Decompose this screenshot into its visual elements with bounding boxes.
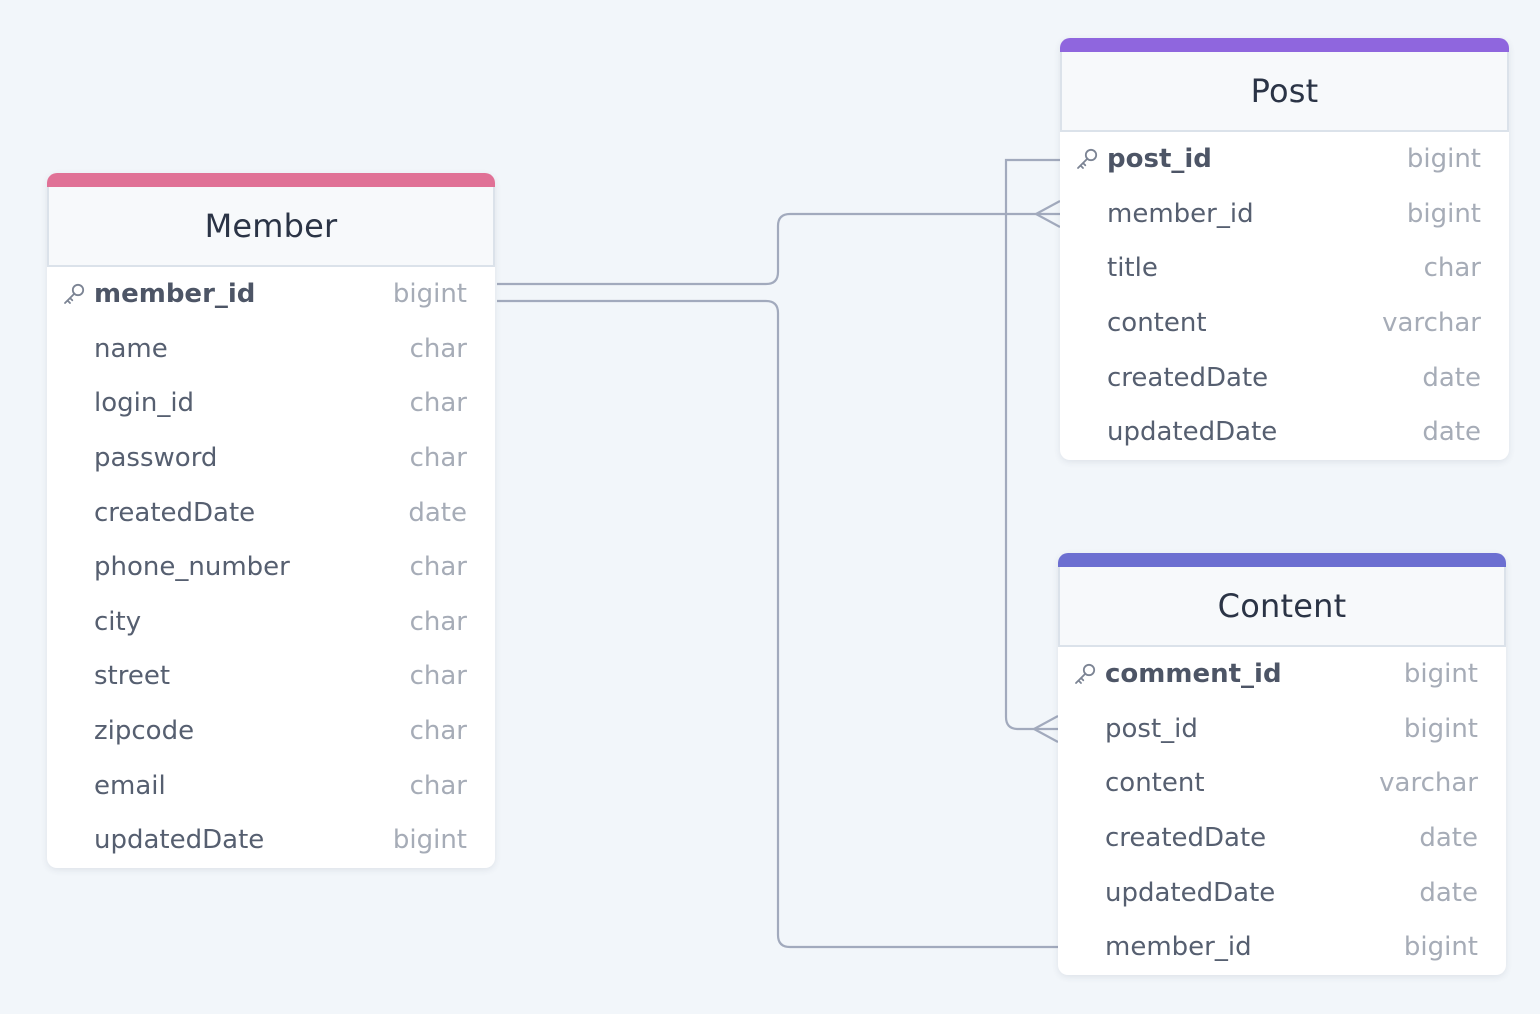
field-row-createdDate[interactable]: createdDate date (1060, 350, 1509, 405)
field-name: password (94, 443, 218, 474)
table-accent-bar (1058, 553, 1506, 567)
link-member-post (497, 212, 1060, 286)
field-type: date (1422, 362, 1481, 393)
field-row-createdDate[interactable]: createdDate date (47, 485, 495, 540)
field-type: char (409, 716, 467, 747)
field-type: char (409, 443, 467, 474)
field-name: updatedDate (1105, 877, 1276, 908)
field-row-comment_id[interactable]: comment_id bigint (1058, 647, 1506, 702)
field-name: createdDate (1107, 362, 1269, 393)
field-type: char (1423, 253, 1481, 284)
field-type: bigint (1406, 198, 1481, 229)
table-title: Post (1060, 52, 1509, 132)
field-row-post_id[interactable]: post_id bigint (1060, 132, 1509, 187)
field-type: date (1419, 877, 1478, 908)
crowfoot-content-post (1031, 715, 1059, 743)
field-name: content (1107, 308, 1207, 339)
field-type: date (408, 497, 467, 528)
table-accent-bar (47, 173, 495, 187)
field-type: bigint (1403, 659, 1478, 690)
field-row-createdDate[interactable]: createdDate date (1058, 811, 1506, 866)
field-type: varchar (1382, 308, 1481, 339)
field-name: street (94, 661, 171, 692)
field-type: bigint (392, 279, 467, 310)
field-name: updatedDate (94, 825, 265, 856)
field-name: name (94, 333, 168, 364)
field-type: bigint (392, 825, 467, 856)
key-icon (1074, 146, 1100, 172)
field-row-street[interactable]: street char (47, 649, 495, 704)
field-type: date (1419, 823, 1478, 854)
field-name: member_id (1107, 198, 1254, 229)
key-icon (61, 281, 87, 307)
field-row-member_id[interactable]: member_id bigint (1058, 920, 1506, 975)
field-name: email (94, 770, 166, 801)
field-row-content[interactable]: content varchar (1060, 296, 1509, 351)
table-title: Member (47, 187, 495, 267)
field-row-updatedDate[interactable]: updatedDate date (1060, 405, 1509, 460)
crowfoot-post-member (1033, 200, 1061, 228)
field-name: comment_id (1105, 659, 1282, 690)
field-row-post_id[interactable]: post_id bigint (1058, 702, 1506, 757)
field-row-updatedDate[interactable]: updatedDate date (1058, 865, 1506, 920)
field-row-phone_number[interactable]: phone_number char (47, 540, 495, 595)
field-row-member_id[interactable]: member_id bigint (1060, 187, 1509, 242)
field-name: updatedDate (1107, 417, 1278, 448)
field-name: post_id (1107, 144, 1212, 175)
table-title: Content (1058, 567, 1506, 647)
field-row-title[interactable]: title char (1060, 241, 1509, 296)
field-type: char (409, 661, 467, 692)
field-name: post_id (1105, 713, 1198, 744)
field-type: varchar (1379, 768, 1478, 799)
field-row-city[interactable]: city char (47, 595, 495, 650)
field-row-updatedDate[interactable]: updatedDate bigint (47, 813, 495, 868)
field-name: phone_number (94, 552, 290, 583)
field-name: zipcode (94, 716, 195, 747)
field-row-member_id[interactable]: member_id bigint (47, 267, 495, 322)
field-type: char (409, 333, 467, 364)
field-type: char (409, 606, 467, 637)
field-row-name[interactable]: name char (47, 322, 495, 377)
field-row-email[interactable]: email char (47, 758, 495, 813)
field-name: createdDate (94, 497, 256, 528)
key-icon (1072, 661, 1098, 687)
field-type: bigint (1403, 932, 1478, 963)
field-row-login_id[interactable]: login_id char (47, 376, 495, 431)
field-type: char (409, 388, 467, 419)
link-post-content (1004, 158, 1060, 731)
field-type: bigint (1403, 713, 1478, 744)
field-row-content[interactable]: content varchar (1058, 756, 1506, 811)
field-type: date (1422, 417, 1481, 448)
link-member-content (497, 299, 1058, 949)
field-type: char (409, 552, 467, 583)
field-name: member_id (1105, 932, 1252, 963)
field-name: login_id (94, 388, 195, 419)
field-type: bigint (1406, 144, 1481, 175)
field-name: createdDate (1105, 823, 1267, 854)
field-row-password[interactable]: password char (47, 431, 495, 486)
field-type: char (409, 770, 467, 801)
table-accent-bar (1060, 38, 1509, 52)
field-name: member_id (94, 279, 256, 310)
field-name: content (1105, 768, 1205, 799)
field-row-zipcode[interactable]: zipcode char (47, 704, 495, 759)
field-name: city (94, 606, 142, 637)
field-name: title (1107, 253, 1158, 284)
